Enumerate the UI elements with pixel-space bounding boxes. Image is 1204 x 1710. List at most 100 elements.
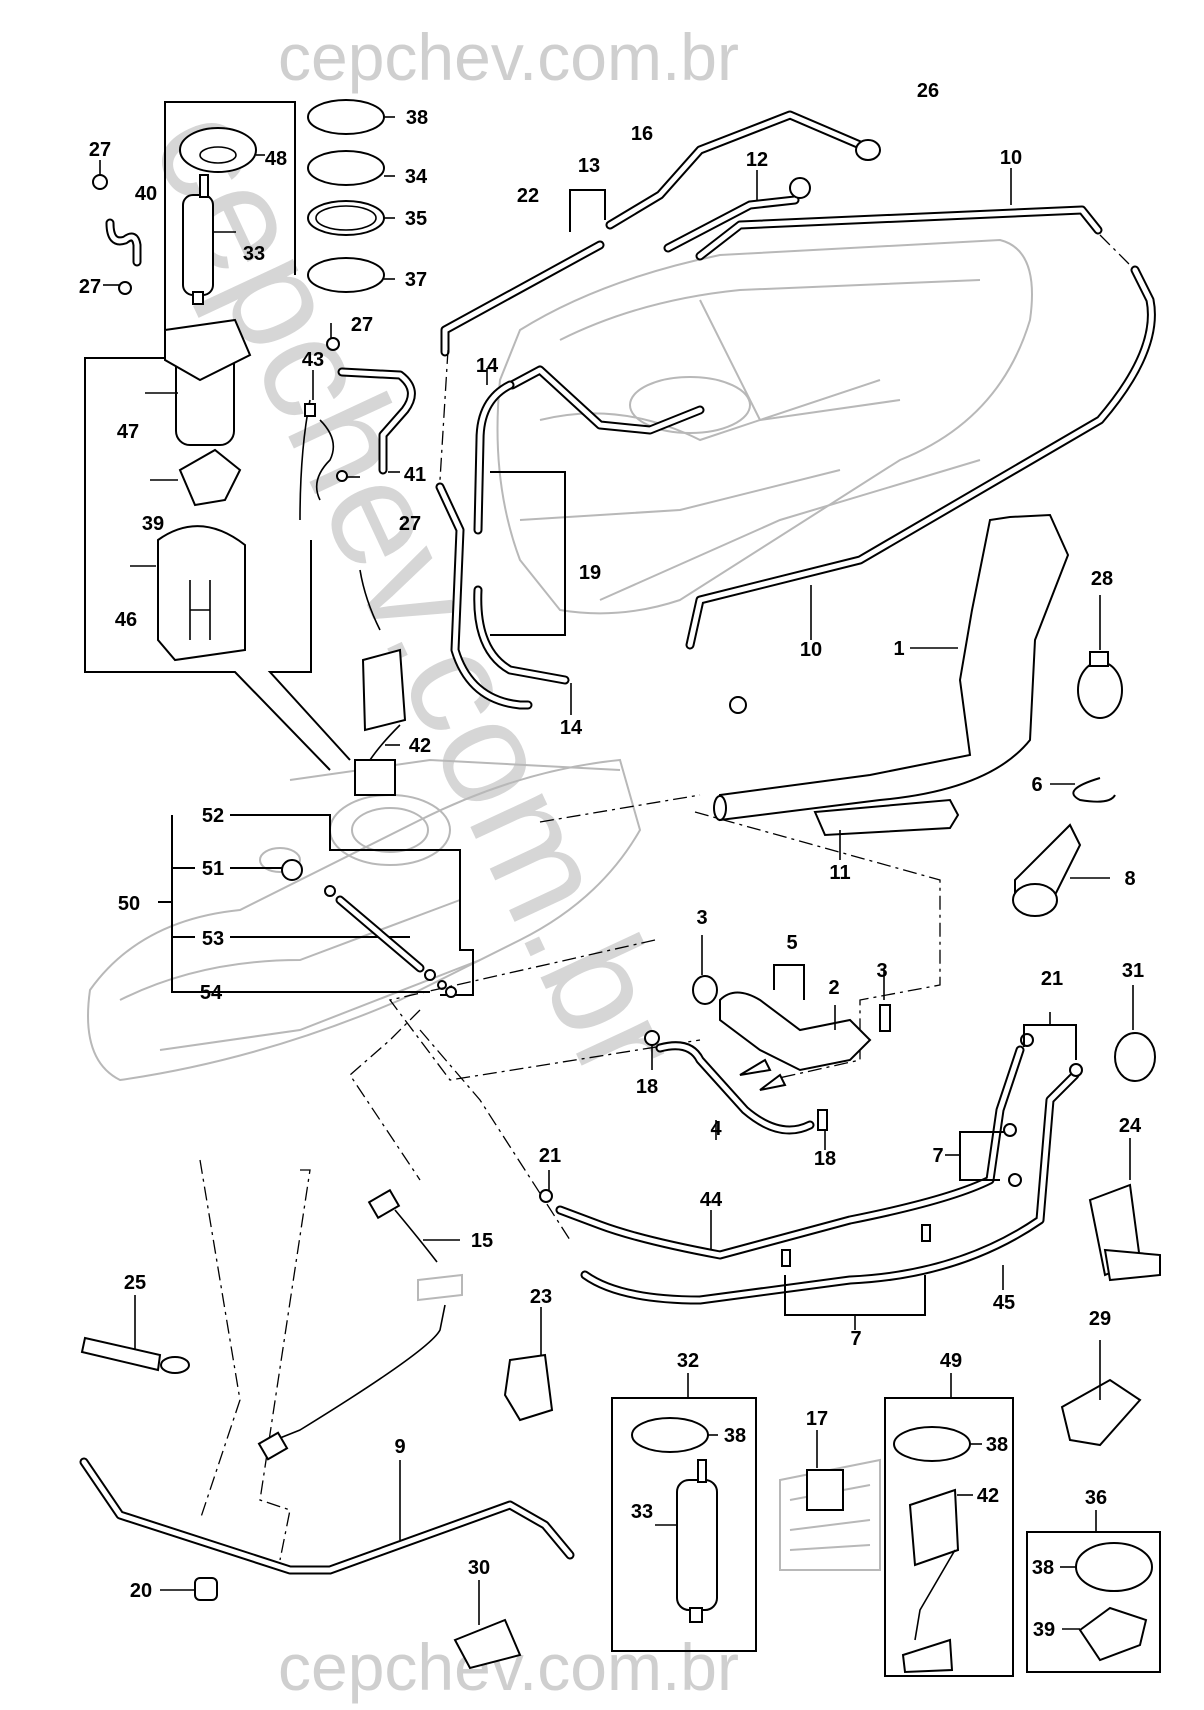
callout-10: 10: [800, 639, 822, 661]
callout-43: 43: [302, 349, 324, 371]
callout-48: 48: [265, 148, 287, 170]
callout-19: 19: [579, 562, 601, 584]
callout-8: 8: [1124, 868, 1135, 890]
part-9-tube: [79, 1457, 575, 1575]
callout-38: 38: [1032, 1557, 1054, 1579]
part-5-clips: [739, 964, 805, 1091]
module-bracket: [84, 101, 331, 771]
callout-42: 42: [977, 1485, 999, 1507]
callout-7: 7: [932, 1145, 943, 1167]
callout-4: 4: [710, 1118, 722, 1140]
part-13-vent-lines: [440, 110, 881, 357]
callout-52: 52: [202, 805, 224, 827]
part-33-fuel-pump: [182, 174, 236, 305]
callout-25: 25: [124, 1272, 146, 1294]
callout-51: 51: [202, 858, 224, 880]
callout-7: 7: [850, 1328, 861, 1350]
callout-29: 29: [1089, 1308, 1111, 1330]
callout-9: 9: [394, 1436, 405, 1458]
callout-18: 18: [814, 1148, 836, 1170]
part-1-filler-neck: [713, 513, 1070, 822]
part-29-clip: [1060, 1340, 1142, 1447]
callout-30: 30: [468, 1557, 490, 1579]
callout-41: 41: [404, 464, 426, 486]
callout-50: 50: [118, 893, 140, 915]
callout-37: 37: [405, 269, 427, 291]
callout-3: 3: [876, 960, 887, 982]
callout-31: 31: [1122, 960, 1144, 982]
callout-21: 21: [539, 1145, 561, 1167]
callout-36: 36: [1085, 1487, 1107, 1509]
callout-27: 27: [79, 276, 101, 298]
callout-38: 38: [986, 1434, 1008, 1456]
callout-27: 27: [351, 314, 373, 336]
part-6-snap-ring: [1050, 777, 1116, 803]
assembly-guide-lines: [199, 794, 941, 1561]
part-17-relay: [779, 1430, 881, 1571]
part-27-clip: [92, 160, 360, 482]
group-50-vent-valve: [158, 814, 474, 998]
callout-45: 45: [993, 1292, 1015, 1314]
part-30-clip: [453, 1580, 522, 1670]
part-12-fuel-line: [663, 170, 811, 253]
callout-labels: 27 40 27 48 33 38 34 35 37 22 13 16 12 2…: [79, 80, 1144, 1641]
callout-16: 16: [631, 123, 653, 145]
part-4-vent-hose: [644, 935, 885, 1150]
callout-21: 21: [1041, 968, 1063, 990]
part-48-pump-lock-ring: [179, 127, 265, 173]
callout-32: 32: [677, 1350, 699, 1372]
callout-38: 38: [406, 107, 428, 129]
callout-14: 14: [476, 355, 499, 377]
part-10-fuel-line: [685, 168, 1156, 714]
callout-27: 27: [399, 513, 421, 535]
callout-34: 34: [405, 166, 428, 188]
callout-10: 10: [1000, 147, 1022, 169]
part-45-fuel-line: [580, 1063, 1083, 1305]
callout-15: 15: [471, 1230, 493, 1252]
callout-44: 44: [700, 1189, 723, 1211]
kit-49-box: [884, 1373, 1014, 1677]
callout-13: 13: [578, 155, 600, 177]
callout-49: 49: [940, 1350, 962, 1372]
kit-32-box: [611, 1373, 757, 1652]
callout-33: 33: [243, 243, 265, 265]
part-11-heat-shield: [813, 798, 960, 837]
callout-39: 39: [142, 513, 164, 535]
callout-53: 53: [202, 928, 224, 950]
callout-17: 17: [806, 1408, 828, 1430]
callout-6: 6: [1031, 774, 1042, 796]
part-8-filler-cap-housing: [1012, 823, 1110, 917]
part-21-clips: [1023, 1012, 1077, 1060]
part-46-housing: [130, 525, 246, 662]
part-28-clamp: [1077, 595, 1123, 719]
callout-40: 40: [135, 183, 157, 205]
part-42-fuel-level-sender: [354, 569, 407, 796]
callout-27: 27: [89, 139, 111, 161]
callout-24: 24: [1119, 1115, 1142, 1137]
seal-stack: [307, 99, 395, 293]
callout-42: 42: [409, 735, 431, 757]
callout-39: 39: [1033, 1619, 1055, 1641]
callout-38: 38: [724, 1425, 746, 1447]
callout-28: 28: [1091, 568, 1113, 590]
callout-12: 12: [746, 149, 768, 171]
fuel-tank-upper: [496, 238, 1033, 615]
callout-22: 22: [517, 185, 539, 207]
callout-54: 54: [200, 982, 223, 1004]
callout-23: 23: [530, 1286, 552, 1308]
callout-11: 11: [829, 862, 850, 884]
kit-36-box: [1026, 1510, 1161, 1673]
part-7-clips: [781, 1123, 1022, 1330]
callout-46: 46: [115, 609, 137, 631]
part-20-clip: [160, 1577, 218, 1601]
part-31-clamp: [1114, 985, 1156, 1082]
callout-20: 20: [130, 1580, 152, 1602]
part-23-clip: [503, 1307, 554, 1422]
callout-2: 2: [828, 977, 839, 999]
watermark-top: cepchev.com.br: [278, 20, 739, 94]
callout-33: 33: [631, 1501, 653, 1523]
part-25-connector: [80, 1295, 190, 1374]
callout-1: 1: [893, 638, 904, 660]
callout-14: 14: [560, 717, 583, 739]
